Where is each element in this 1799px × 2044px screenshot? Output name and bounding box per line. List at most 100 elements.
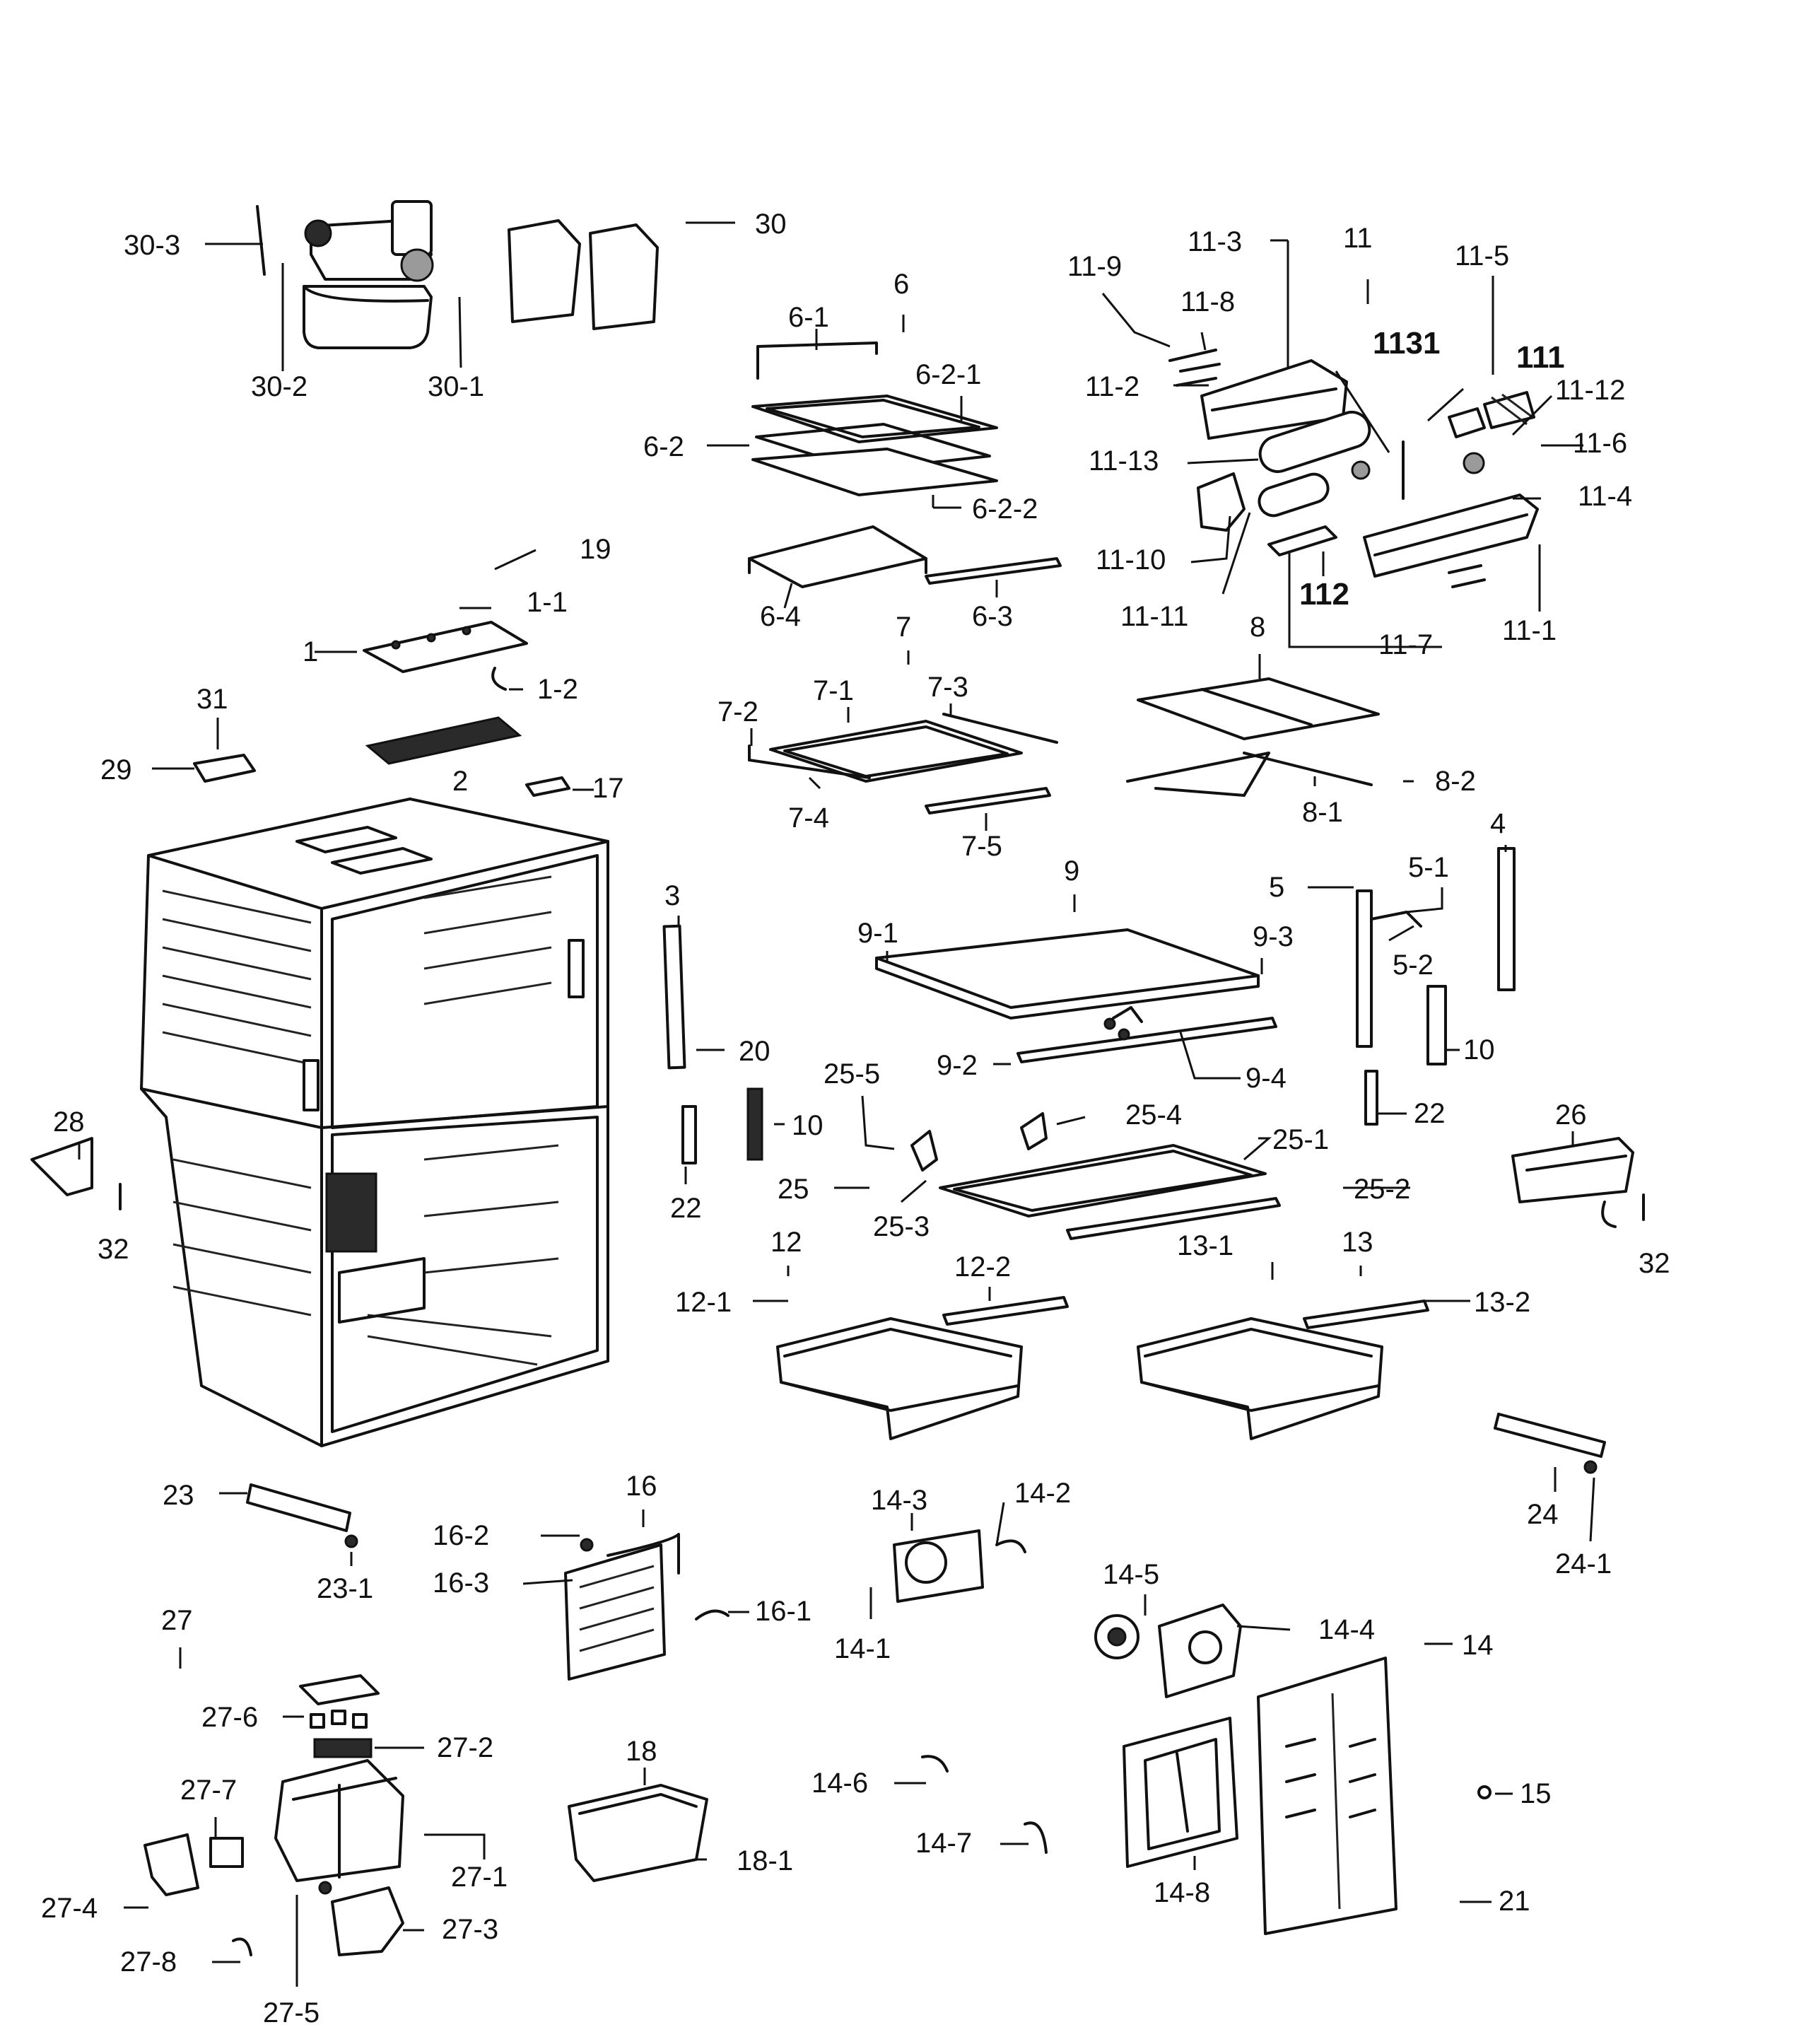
callout-12-1: 12-1: [675, 1287, 732, 1318]
callout-11-8: 11-8: [1180, 286, 1235, 317]
callout-14-7: 14-7: [915, 1828, 972, 1859]
part-1-cover-plate-assembly: [193, 621, 570, 797]
callout-22-right: 22: [1414, 1098, 1446, 1129]
callout-14-2: 14-2: [1014, 1478, 1071, 1509]
callout-27-5: 27-5: [263, 1997, 320, 2028]
callout-13-2: 13-2: [1474, 1287, 1530, 1318]
callout-28: 28: [53, 1106, 85, 1138]
callout-8-2: 8-2: [1435, 766, 1476, 797]
callout-6-1: 6-1: [788, 302, 829, 333]
callout-9-3: 9-3: [1253, 921, 1294, 952]
callout-27-8: 27-8: [120, 1946, 177, 1978]
callout-25-1: 25-1: [1272, 1124, 1329, 1155]
callout-12-2: 12-2: [954, 1251, 1011, 1283]
part-30-ice-maker-assembly: [256, 200, 659, 349]
callout-11: 11: [1343, 223, 1373, 254]
callout-15: 15: [1520, 1778, 1552, 1809]
callout-6-2-1: 6-2-1: [915, 359, 981, 390]
callout-17: 17: [592, 773, 624, 804]
callout-25: 25: [778, 1174, 809, 1205]
callout-10-left: 10: [792, 1110, 824, 1141]
callout-1131: 1131: [1373, 326, 1440, 361]
callout-19: 19: [580, 534, 611, 565]
callout-1-2: 1-2: [537, 674, 578, 705]
callout-6-4: 6-4: [760, 601, 801, 632]
callout-11-5: 11-5: [1455, 240, 1509, 271]
part-12-drawer: [776, 1296, 1069, 1440]
callout-11-1: 11-1: [1502, 615, 1557, 646]
callout-6-3: 6-3: [972, 601, 1013, 632]
callout-5: 5: [1269, 872, 1284, 903]
callout-11-10: 11-10: [1096, 544, 1166, 576]
part-24-rail: [1494, 1413, 1606, 1474]
leader-lines: [78, 221, 1595, 1987]
callout-11-2: 11-2: [1085, 371, 1139, 402]
callout-5-1: 5-1: [1408, 852, 1449, 883]
callout-14-1: 14-1: [834, 1633, 891, 1664]
part-9-crisper-cover: [875, 928, 1277, 1063]
callout-7-4: 7-4: [788, 802, 829, 834]
callout-9: 9: [1064, 855, 1079, 887]
callout-112: 112: [1299, 577, 1349, 612]
callout-9-2: 9-2: [937, 1050, 978, 1081]
callout-20: 20: [739, 1036, 770, 1067]
callout-11-13: 11-13: [1089, 445, 1159, 477]
callout-26: 26: [1555, 1099, 1587, 1131]
callout-18: 18: [626, 1736, 657, 1767]
callout-21: 21: [1499, 1886, 1530, 1917]
callout-7-1: 7-1: [813, 675, 854, 706]
callout-9-1: 9-1: [857, 918, 898, 949]
callout-1: 1: [303, 636, 318, 667]
callout-10-right: 10: [1463, 1034, 1495, 1065]
callout-30-2: 30-2: [251, 371, 307, 402]
callout-11-7: 11-7: [1378, 629, 1433, 660]
callout-16: 16: [626, 1471, 657, 1502]
callout-25-2: 25-2: [1354, 1174, 1410, 1205]
part-8-shelf-assembly: [1126, 677, 1380, 797]
callout-8-1: 8-1: [1302, 797, 1343, 828]
part-13-drawer: [1137, 1300, 1429, 1440]
callout-13-1: 13-1: [1177, 1230, 1233, 1261]
part-18-storage-bin: [568, 1784, 708, 1882]
callout-16-2: 16-2: [433, 1520, 489, 1551]
callout-14-8: 14-8: [1154, 1877, 1210, 1908]
callout-27: 27: [161, 1605, 193, 1636]
part-14-fan-cover-assembly: [893, 1529, 1492, 1935]
callout-1-1: 1-1: [527, 587, 568, 618]
callout-14-4: 14-4: [1318, 1614, 1375, 1645]
callout-30: 30: [755, 209, 787, 240]
callout-4: 4: [1490, 808, 1506, 839]
callout-11-6: 11-6: [1573, 428, 1627, 459]
callout-7: 7: [896, 612, 911, 643]
callout-29: 29: [100, 754, 132, 786]
callout-25-5: 25-5: [824, 1058, 880, 1090]
callout-27-2: 27-2: [437, 1732, 493, 1763]
callout-30-3: 30-3: [124, 230, 180, 261]
callout-23-1: 23-1: [317, 1573, 373, 1604]
part-11-filter-assembly: [1168, 349, 1539, 588]
callout-7-5: 7-5: [961, 831, 1002, 862]
callout-7-2: 7-2: [717, 696, 758, 728]
callout-25-3: 25-3: [873, 1211, 930, 1242]
callout-14-5: 14-5: [1103, 1559, 1159, 1590]
callout-9-4: 9-4: [1246, 1063, 1287, 1094]
callout-27-7: 27-7: [180, 1775, 237, 1806]
callout-7-3: 7-3: [927, 672, 968, 703]
part-26-and-28-brackets: [30, 1137, 1645, 1228]
callout-11-11: 11-11: [1120, 601, 1188, 632]
part-27-ice-maker-module: [143, 1674, 404, 1956]
callout-13: 13: [1342, 1227, 1373, 1258]
callout-27-3: 27-3: [442, 1914, 498, 1945]
callout-14: 14: [1462, 1630, 1494, 1661]
callout-16-3: 16-3: [433, 1567, 489, 1599]
callout-6: 6: [893, 269, 909, 300]
callout-14-6: 14-6: [811, 1768, 868, 1799]
callout-16-1: 16-1: [755, 1596, 811, 1627]
part-25-crisper-cover: [910, 1112, 1281, 1240]
callout-14-3: 14-3: [871, 1485, 927, 1516]
callout-11-3: 11-3: [1188, 226, 1242, 257]
callout-3: 3: [664, 880, 680, 911]
callout-24: 24: [1527, 1499, 1559, 1530]
